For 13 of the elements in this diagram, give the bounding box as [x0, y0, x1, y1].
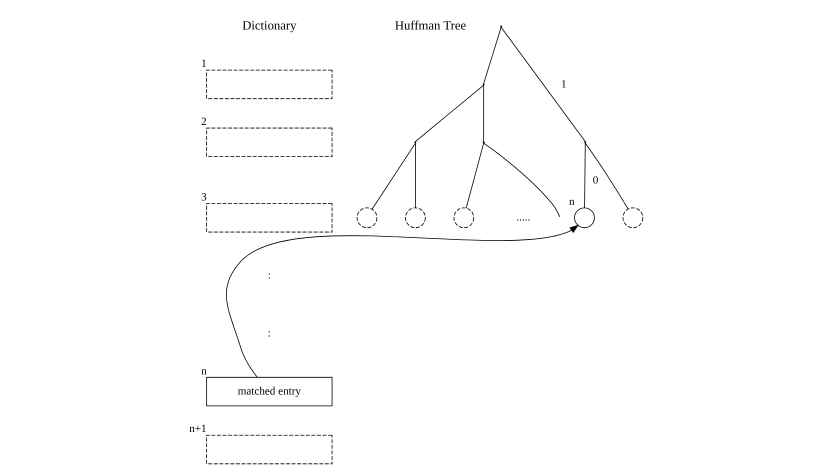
label: : [267, 327, 270, 340]
node-label: n [568, 195, 574, 208]
label: Dictionary [242, 18, 296, 32]
node-label: n [200, 364, 206, 377]
node-label: 3 [200, 190, 206, 203]
node-label: 2 [200, 116, 206, 128]
label: ..... [516, 211, 530, 224]
node-label: 1 [200, 58, 206, 70]
label: Huffman Tree [394, 18, 466, 32]
edge-label: 1 [560, 78, 566, 90]
edge-label: 0 [592, 174, 598, 186]
node-label: n+1 [188, 422, 206, 435]
label: : [267, 269, 270, 282]
